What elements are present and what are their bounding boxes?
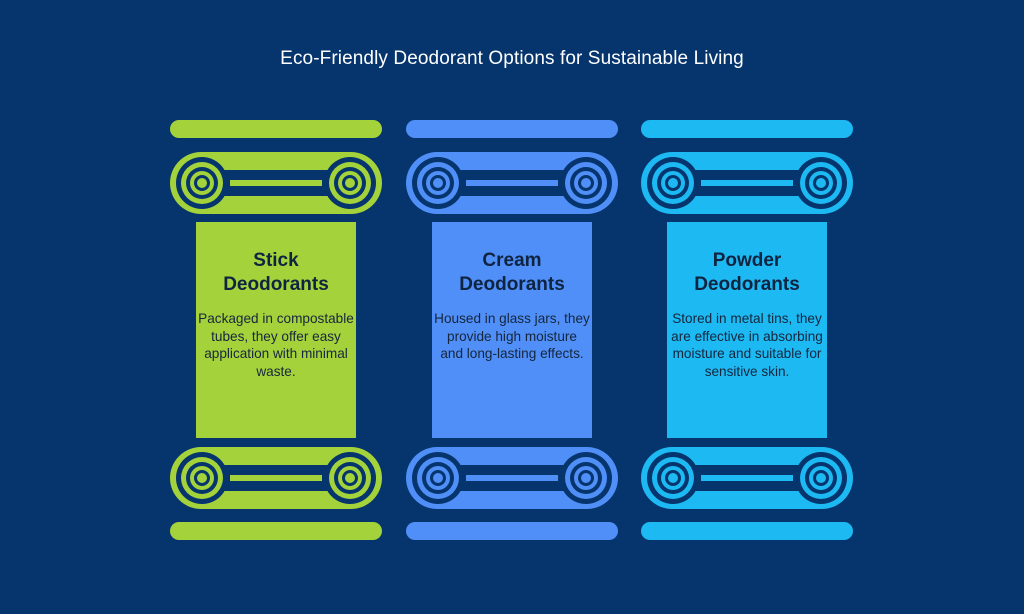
bottom-capital-band bbox=[466, 475, 558, 481]
bottom-capital-volute-left-core bbox=[433, 473, 443, 483]
top-capital-volute-right-core bbox=[816, 178, 826, 188]
pillar-heading: Cream Deodorants bbox=[434, 249, 590, 297]
top-capital-band bbox=[230, 180, 322, 186]
bottom-capital-volute-left-core bbox=[668, 473, 678, 483]
column-shaft bbox=[667, 222, 827, 438]
column-capital-icon bbox=[170, 120, 382, 540]
page-title: Eco-Friendly Deodorant Options for Susta… bbox=[280, 48, 744, 69]
pillar-heading-line2: Deodorants bbox=[223, 274, 329, 295]
pillar-heading-line1: Cream bbox=[482, 250, 542, 271]
pillar-heading-line2: Deodorants bbox=[694, 274, 800, 295]
column-capital-icon bbox=[641, 120, 853, 540]
top-capital-volute-left-core bbox=[433, 178, 443, 188]
pillar-heading-line1: Stick bbox=[253, 250, 299, 271]
bottom-capital-volute-right-core bbox=[581, 473, 591, 483]
pillar-heading-line2: Deodorants bbox=[459, 274, 565, 295]
top-capital-band bbox=[701, 180, 793, 186]
column-shaft bbox=[196, 222, 356, 438]
pillar-cream: Cream Deodorants Housed in glass jars, t… bbox=[406, 0, 618, 614]
bottom-capital-slab bbox=[406, 522, 618, 540]
top-capital-slab bbox=[641, 120, 853, 138]
column-shaft bbox=[432, 222, 592, 438]
bottom-capital-band bbox=[701, 475, 793, 481]
bottom-capital-slab bbox=[170, 522, 382, 540]
pillar-stick: Stick Deodorants Packaged in compostable… bbox=[170, 0, 382, 614]
bottom-capital-slab bbox=[641, 522, 853, 540]
top-capital-volute-right-core bbox=[345, 178, 355, 188]
column-capital-icon bbox=[406, 120, 618, 540]
bottom-capital-volute-right-core bbox=[345, 473, 355, 483]
top-capital-volute-right-core bbox=[581, 178, 591, 188]
pillar-heading-line1: Powder bbox=[712, 250, 782, 271]
bottom-capital-band bbox=[230, 475, 322, 481]
pillar-heading: Stick Deodorants bbox=[198, 249, 354, 297]
top-capital-slab bbox=[170, 120, 382, 138]
pillar-description: Packaged in compostable tubes, they offe… bbox=[198, 311, 354, 379]
pillar-heading: Powder Deodorants bbox=[669, 249, 825, 297]
bottom-capital-volute-left-core bbox=[197, 473, 207, 483]
top-capital-volute-left-core bbox=[197, 178, 207, 188]
pillar-powder: Powder Deodorants Stored in metal tins, … bbox=[641, 0, 853, 614]
pillar-description: Stored in metal tins, they are effective… bbox=[671, 311, 823, 379]
top-capital-slab bbox=[406, 120, 618, 138]
top-capital-volute-left-core bbox=[668, 178, 678, 188]
bottom-capital-volute-right-core bbox=[816, 473, 826, 483]
pillar-description: Housed in glass jars, they provide high … bbox=[434, 311, 590, 361]
top-capital-band bbox=[466, 180, 558, 186]
